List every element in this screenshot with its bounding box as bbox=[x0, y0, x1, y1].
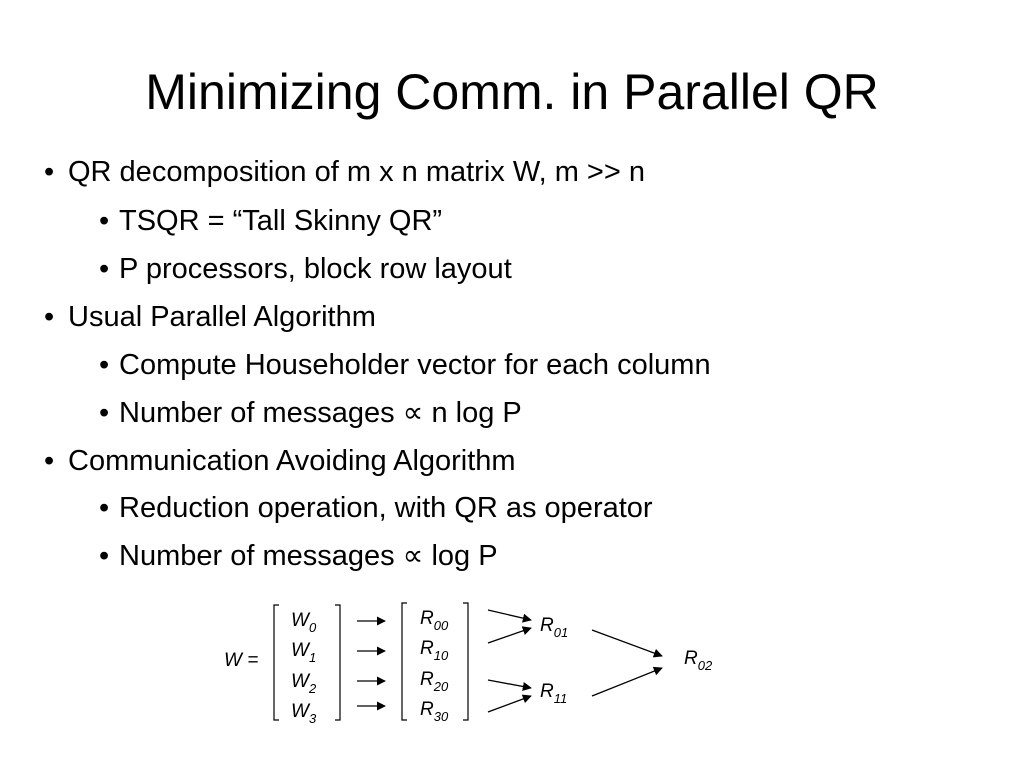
bullet-dot-icon: • bbox=[99, 397, 110, 429]
bullet-text: Number of messages ∝ n log P bbox=[119, 397, 522, 429]
bullet-dot-icon: • bbox=[44, 156, 55, 188]
r-block-01: R01 bbox=[540, 615, 568, 640]
r-block-11: R11 bbox=[540, 681, 567, 706]
bullet-dot-icon: • bbox=[99, 540, 110, 572]
w-block-1: W1 bbox=[291, 640, 316, 665]
bullet-text: Reduction operation, with QR as operator bbox=[119, 492, 653, 524]
bullet-text: Communication Avoiding Algorithm bbox=[68, 445, 516, 477]
sub-bullet-item: • Number of messages ∝ n log P bbox=[99, 395, 522, 431]
r-block-20: R20 bbox=[420, 669, 449, 694]
w-block-3: W3 bbox=[291, 701, 317, 726]
bullet-dot-icon: • bbox=[44, 301, 55, 333]
arrow-r30-r11 bbox=[487, 694, 532, 713]
sub-bullet-item: • Reduction operation, with QR as operato… bbox=[99, 490, 653, 526]
bullet-dot-icon: • bbox=[99, 253, 110, 285]
w-block-2: W2 bbox=[291, 671, 317, 696]
r-block-30: R30 bbox=[420, 699, 449, 724]
bullet-dot-icon: • bbox=[99, 349, 110, 381]
bullet-dot-icon: • bbox=[44, 445, 55, 477]
sub-bullet-item: • P processors, block row layout bbox=[99, 251, 512, 287]
r-block-10: R10 bbox=[420, 638, 449, 663]
bullet-text: Number of messages ∝ log P bbox=[119, 540, 498, 572]
lhs-label: W = bbox=[224, 650, 258, 671]
bullet-item: • Usual Parallel Algorithm bbox=[44, 299, 376, 335]
arrow-r10-r01 bbox=[487, 626, 532, 644]
r-right-bracket bbox=[463, 602, 469, 721]
w-left-bracket bbox=[273, 604, 279, 721]
r-block-00: R00 bbox=[420, 608, 449, 633]
arrow-r11-r02 bbox=[591, 666, 663, 697]
w-block-0: W0 bbox=[291, 610, 317, 635]
bullet-item: • Communication Avoiding Algorithm bbox=[44, 443, 516, 479]
bullet-text: P processors, block row layout bbox=[119, 253, 512, 285]
sub-bullet-item: • Compute Householder vector for each col… bbox=[99, 347, 711, 383]
sub-bullet-item: • TSQR = “Tall Skinny QR” bbox=[99, 203, 442, 239]
w-right-bracket bbox=[335, 604, 341, 721]
arrow-r20-r11 bbox=[487, 679, 532, 691]
r-left-bracket bbox=[401, 602, 407, 721]
bullet-item: • QR decomposition of m x n matrix W, m >… bbox=[44, 154, 645, 190]
sub-bullet-item: • Number of messages ∝ log P bbox=[99, 538, 498, 574]
r-block-02: R02 bbox=[684, 648, 713, 673]
slide-title: Minimizing Comm. in Parallel QR bbox=[145, 64, 879, 120]
bullet-dot-icon: • bbox=[99, 492, 110, 524]
arrow-r01-r02 bbox=[591, 629, 663, 658]
bullet-text: TSQR = “Tall Skinny QR” bbox=[119, 205, 443, 237]
bullet-text: Compute Householder vector for each colu… bbox=[119, 349, 711, 381]
bullet-text: QR decomposition of m x n matrix W, m >>… bbox=[68, 156, 645, 188]
arrow-r00-r01 bbox=[487, 609, 532, 623]
bullet-text: Usual Parallel Algorithm bbox=[68, 301, 376, 333]
bullet-dot-icon: • bbox=[99, 205, 110, 237]
